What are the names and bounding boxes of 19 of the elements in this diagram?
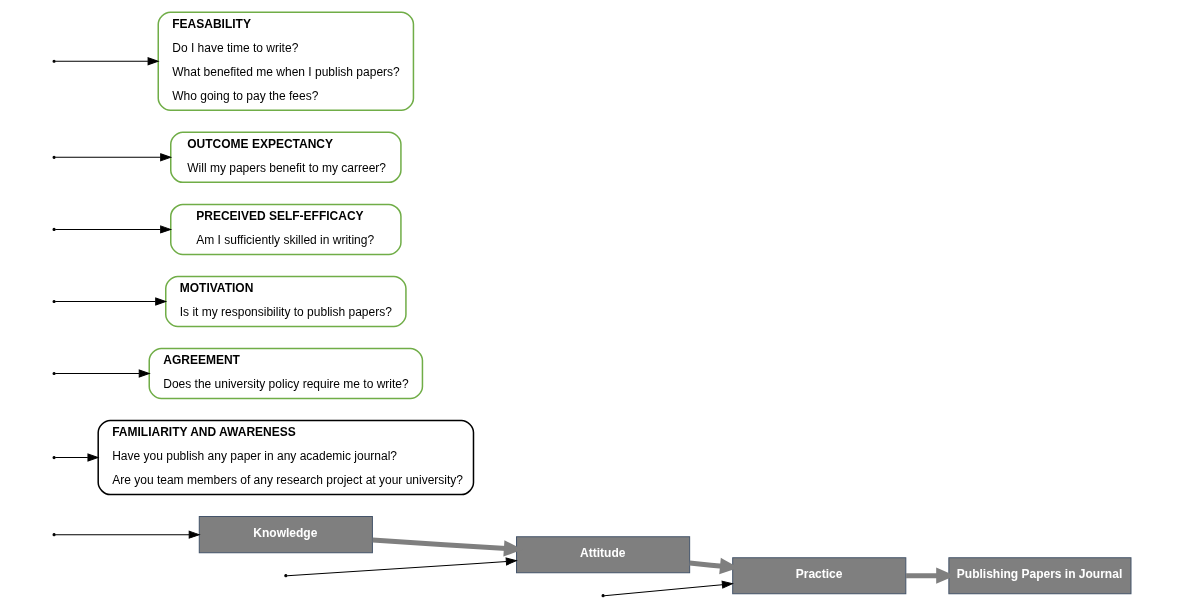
node-box: MOTIVATION Is it my responsibility to publish papers? [164, 275, 407, 328]
node-box: Attitude [515, 536, 690, 574]
arrow [286, 557, 517, 577]
node-box: Knowledge [198, 516, 373, 554]
arrow [54, 57, 159, 66]
arrow [54, 453, 98, 462]
node-box: Practice [731, 557, 906, 595]
node-box: OUTCOME EXPECTANCY Will my papers benefit to my carreer? [169, 131, 402, 184]
arrow [54, 297, 166, 306]
node-box: Publishing Papers in Journal [947, 557, 1131, 595]
arrow [54, 225, 171, 234]
node-box: FAMILIARITY AND AWARENESS Have you publish any paper in any academic journal? Are you team members of any research project at your university? [96, 419, 474, 496]
arrow [54, 153, 171, 162]
node-box: AGREEMENT Does the university policy require me to write? [148, 347, 423, 400]
arrow [54, 530, 200, 539]
node-box: PRECEIVED SELF-EFFICACY Am I sufficiently skilled in writing? [169, 203, 402, 256]
node-box: FEASABILITY Do I have time to write? What benefited me when I publish papers? Who going to pay the fees? [157, 11, 414, 112]
arrow [603, 580, 733, 597]
arrow [54, 369, 150, 378]
